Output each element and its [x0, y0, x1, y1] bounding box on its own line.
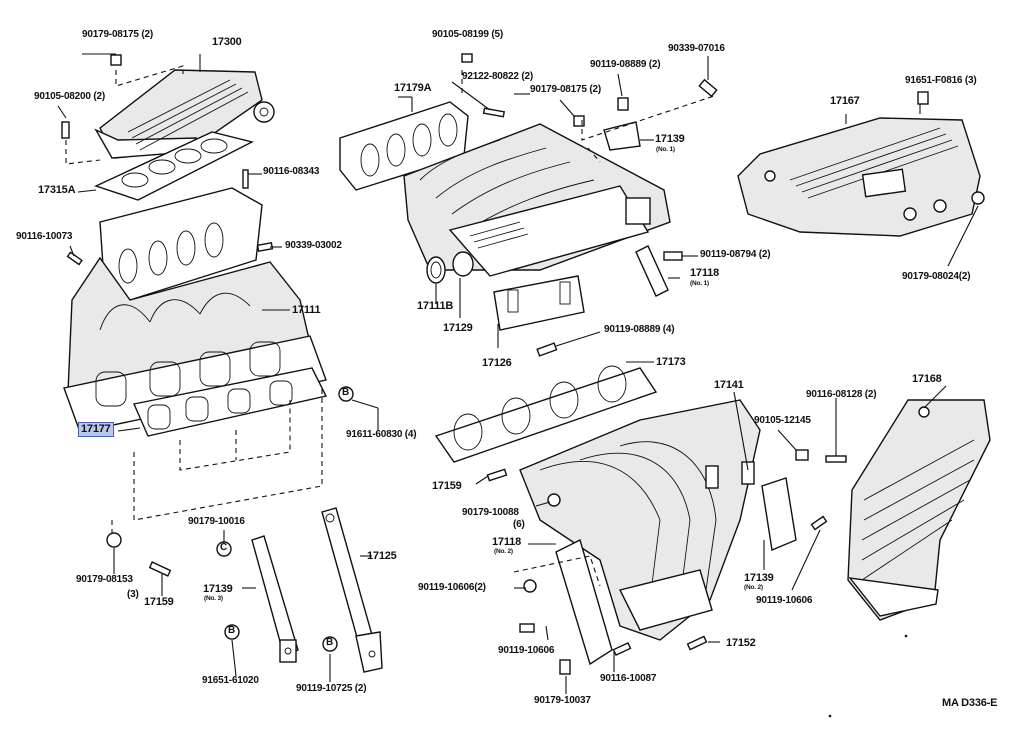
label-90119-10606-2[interactable]: 90119-10606(2) [418, 582, 486, 593]
label-17177-highlighted[interactable]: 17177 [78, 422, 114, 437]
exhaust-gasket-17173 [434, 365, 658, 463]
bracket-17139-no1 [603, 121, 641, 151]
label-17126[interactable]: 17126 [482, 357, 512, 369]
label-90179-08153[interactable]: 90179-08153 [76, 574, 133, 585]
label-90116-08343[interactable]: 90116-08343 [263, 166, 320, 177]
label-90179-10016[interactable]: 90179-10016 [188, 516, 245, 527]
gasket-17315A [94, 131, 254, 201]
label-90116-08128-2[interactable]: 90116-08128 (2) [806, 389, 877, 400]
label-17167[interactable]: 17167 [830, 95, 860, 107]
label-17315A[interactable]: 17315A [38, 184, 76, 196]
label-17118-no1-sub: (No. 1) [690, 280, 709, 287]
intake-plenum-17129 [403, 123, 671, 277]
heat-insulator-17168 [847, 399, 991, 621]
exhaust-manifold-17141 [519, 399, 761, 641]
engine-cover-17167 [737, 117, 981, 237]
label-17139-no2[interactable]: 17139 [744, 572, 774, 584]
label-17139-no3[interactable]: 17139 [203, 583, 233, 595]
fasteners-right-top [845, 91, 985, 267]
label-17300[interactable]: 17300 [212, 36, 242, 48]
label-17111[interactable]: 17111 [292, 304, 321, 316]
label-17179A[interactable]: 17179A [394, 82, 432, 94]
label-92122-80822-2[interactable]: 92122-80822 (2) [462, 71, 533, 82]
label-17118-no2[interactable]: 17118 [492, 536, 521, 548]
leaders-center [398, 56, 715, 348]
label-90105-08199-5[interactable]: 90105-08199 (5) [432, 29, 503, 40]
label-17139-no1[interactable]: 17139 [655, 133, 685, 145]
ref-circles [216, 386, 354, 652]
bracket-17126 [493, 275, 585, 331]
label-90105-12145[interactable]: 90105-12145 [754, 415, 811, 426]
bracket-17118-no2 [555, 538, 613, 666]
label-90179-08175-2-topleft[interactable]: 90179-08175 (2) [82, 29, 153, 40]
leaders-exhaust [475, 361, 947, 694]
ref-circle-b-2: B [228, 625, 236, 636]
label-90179-10037[interactable]: 90179-10037 [534, 695, 591, 706]
label-17168[interactable]: 17168 [912, 373, 942, 385]
speck [904, 634, 908, 638]
label-17129[interactable]: 17129 [443, 322, 473, 334]
label-90339-07016[interactable]: 90339-07016 [668, 43, 725, 54]
label-17125[interactable]: 17125 [367, 550, 397, 562]
label-90179-08024-2[interactable]: 90179-08024(2) [902, 271, 971, 282]
gasket-17177 [133, 367, 328, 437]
label-90119-10725-2[interactable]: 90119-10725 (2) [296, 683, 367, 694]
fasteners-exhaust [486, 449, 847, 675]
label-17159-mid[interactable]: 17159 [432, 480, 462, 492]
label-90179-10088[interactable]: 90179-10088 [462, 507, 519, 518]
label-17173[interactable]: 17173 [656, 356, 686, 368]
label-90116-10087[interactable]: 90116-10087 [600, 673, 657, 684]
label-17118-no1[interactable]: 17118 [690, 267, 719, 279]
stay-17125 [321, 507, 383, 673]
label-90119-08889-4[interactable]: 90119-08889 (4) [604, 324, 675, 335]
bracket-17118-no1 [635, 245, 669, 297]
label-90179-08175-2-mid[interactable]: 90179-08175 (2) [530, 84, 601, 95]
label-90119-08889-2[interactable]: 90119-08889 (2) [590, 59, 661, 70]
label-17139-no3-sub: (No. 3) [204, 595, 223, 602]
label-90119-08794-2[interactable]: 90119-08794 (2) [700, 249, 771, 260]
label-90119-10606[interactable]: 90119-10606 [756, 595, 813, 606]
label-91651-f0816-3[interactable]: 91651-F0816 (3) [905, 75, 977, 86]
stay-17139-no2 [761, 477, 797, 551]
gasket-17111B [426, 256, 446, 284]
intake-manifold-17111 [63, 256, 327, 433]
leaders-left [57, 53, 379, 540]
intake-cover-17300 [94, 69, 275, 159]
label-90179-08153-qty: (3) [127, 589, 139, 600]
label-17141[interactable]: 17141 [714, 379, 744, 391]
label-90179-10088-qty: (6) [513, 519, 525, 530]
ref-circle-b-1: B [342, 387, 350, 398]
label-90339-03002[interactable]: 90339-03002 [285, 240, 342, 251]
label-90119-10606-b[interactable]: 90119-10606 [498, 645, 555, 656]
label-91651-61020[interactable]: 91651-61020 [202, 675, 259, 686]
label-90116-10073[interactable]: 90116-10073 [16, 231, 73, 242]
diagram-code: MA D336-E [942, 697, 998, 709]
fasteners-center [461, 53, 718, 357]
ref-circle-b-3: B [326, 637, 334, 648]
fasteners-left [61, 54, 274, 266]
label-17152[interactable]: 17152 [726, 637, 756, 649]
label-90105-08200-2[interactable]: 90105-08200 (2) [34, 91, 105, 102]
label-91611-60830-4[interactable]: 91611-60830 (4) [346, 429, 417, 440]
label-17118-no2-sub: (No. 2) [494, 548, 513, 555]
label-17111B[interactable]: 17111B [417, 300, 454, 312]
label-17139-no1-sub: (No. 1) [656, 146, 675, 153]
label-17139-no2-sub: (No. 2) [744, 584, 763, 591]
label-17159-bottomleft[interactable]: 17159 [144, 596, 174, 608]
ref-circle-c: C [220, 542, 228, 553]
speck [828, 714, 832, 718]
stay-17139-no3 [251, 535, 299, 663]
